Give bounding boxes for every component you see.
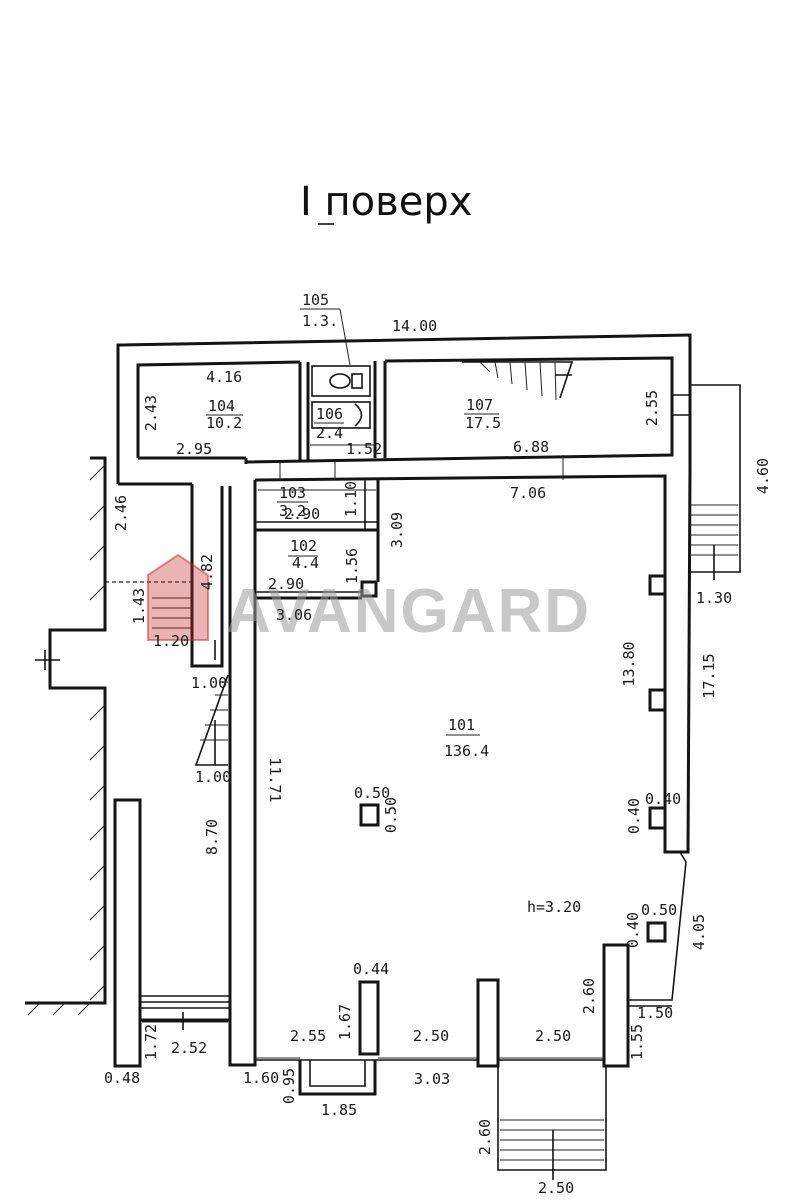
dim-label: 1.00 bbox=[195, 768, 231, 786]
dim-label: 6.88 bbox=[513, 438, 549, 456]
watermark-text: AVANGARD bbox=[226, 577, 591, 646]
room-103-number: 103 bbox=[279, 484, 306, 502]
dim-label: 1.67 bbox=[336, 1004, 354, 1040]
dim-label: 1.52 bbox=[346, 440, 382, 458]
dim-label: 2.55 bbox=[290, 1027, 326, 1045]
dim-label: 2.60 bbox=[476, 1119, 494, 1155]
dim-label: 1.30 bbox=[696, 589, 732, 607]
dim-label: 4.82 bbox=[198, 554, 216, 590]
dim-label: 2.90 bbox=[284, 505, 320, 523]
dim-label: 2.50 bbox=[413, 1027, 449, 1045]
room-102-area: 4.4 bbox=[292, 554, 319, 572]
dim-label: 4.60 bbox=[754, 458, 772, 494]
right-oblique bbox=[628, 851, 687, 1007]
hatch-left bbox=[27, 464, 106, 1016]
room-labels: 101 136.4 102 4.4 103 3.2 104 10.2 105 1… bbox=[206, 291, 581, 916]
room-104-area: 10.2 bbox=[206, 414, 242, 432]
dim-label: 1.72 bbox=[142, 1024, 160, 1060]
dim-label: 0.50 bbox=[641, 901, 677, 919]
dimension-labels: 14.00 4.16 2.43 2.95 1.52 6.88 7.06 2.55… bbox=[104, 317, 772, 1197]
dim-label: 0.40 bbox=[645, 790, 681, 808]
dim-label: 0.48 bbox=[104, 1069, 140, 1087]
room-105-area: 1.3. bbox=[302, 312, 338, 330]
dim-label: 0.50 bbox=[382, 797, 400, 833]
dim-label: 7.06 bbox=[510, 484, 546, 502]
dim-label: 2.50 bbox=[538, 1179, 574, 1197]
room-104-number: 104 bbox=[208, 397, 235, 415]
dim-label: 1.55 bbox=[628, 1024, 646, 1060]
dim-label: 3.03 bbox=[414, 1070, 450, 1088]
fixtures bbox=[311, 365, 371, 429]
dim-label: 11.71 bbox=[266, 757, 284, 802]
partitions bbox=[255, 480, 380, 600]
room-106-area: 2.4 bbox=[316, 424, 343, 442]
room-102-number: 102 bbox=[290, 537, 317, 555]
dim-label: 4.16 bbox=[206, 368, 242, 386]
room-101-area: 136.4 bbox=[444, 742, 489, 760]
columns bbox=[359, 574, 667, 943]
left-canopy bbox=[35, 650, 60, 670]
dim-label: 2.46 bbox=[112, 495, 130, 531]
dim-label: 8.70 bbox=[203, 819, 221, 855]
dim-label: 1.50 bbox=[637, 1004, 673, 1022]
dim-label: 17.15 bbox=[700, 653, 718, 698]
stair-left bbox=[194, 640, 229, 766]
watermark-logo-icon bbox=[147, 553, 209, 641]
dim-label: 1.56 bbox=[343, 548, 361, 584]
room-103-area: 3.2 bbox=[279, 502, 306, 520]
dim-label: 0.40 bbox=[624, 912, 642, 948]
floor-title: I поверх bbox=[300, 179, 472, 225]
dim-label: 1.43 bbox=[130, 588, 148, 624]
dim-label: 2.52 bbox=[171, 1039, 207, 1057]
dim-label: 1.00 bbox=[191, 674, 227, 692]
watermark: AVANGARD bbox=[147, 553, 591, 646]
dim-label: 0.40 bbox=[625, 798, 643, 834]
dim-label: 1.60 bbox=[243, 1069, 279, 1087]
dim-label: 2.90 bbox=[268, 575, 304, 593]
dim-label: 4.05 bbox=[690, 914, 708, 950]
dim-label: 3.06 bbox=[276, 606, 312, 624]
room-106-number: 106 bbox=[316, 405, 343, 423]
stair-right bbox=[672, 384, 741, 580]
room-107-number: 107 bbox=[466, 396, 493, 414]
dim-label: 2.95 bbox=[176, 440, 212, 458]
outer-walls bbox=[25, 333, 692, 1096]
dimension-lines bbox=[142, 444, 604, 1059]
dim-label: 3.09 bbox=[388, 512, 406, 548]
dim-label: 1.20 bbox=[153, 632, 189, 650]
dim-label: 0.95 bbox=[280, 1068, 298, 1104]
room-107-area: 17.5 bbox=[465, 414, 501, 432]
ceiling-height: h=3.20 bbox=[527, 898, 581, 916]
dim-label: 2.43 bbox=[142, 395, 160, 431]
dim-label: 2.55 bbox=[643, 390, 661, 426]
dim-label: 1.10 bbox=[342, 481, 360, 517]
stair-107 bbox=[462, 361, 574, 401]
dim-label: 1.85 bbox=[321, 1101, 357, 1119]
dim-label: 2.50 bbox=[535, 1027, 571, 1045]
room-101-number: 101 bbox=[448, 716, 475, 734]
room-105-number: 105 bbox=[302, 291, 329, 309]
dim-label: 0.50 bbox=[354, 784, 390, 802]
dim-label: 14.00 bbox=[392, 317, 437, 335]
dim-label: 2.60 bbox=[580, 978, 598, 1014]
dim-label: 13.80 bbox=[620, 641, 638, 686]
dim-label: 0.44 bbox=[353, 960, 389, 978]
stair-bottom bbox=[497, 1066, 607, 1180]
